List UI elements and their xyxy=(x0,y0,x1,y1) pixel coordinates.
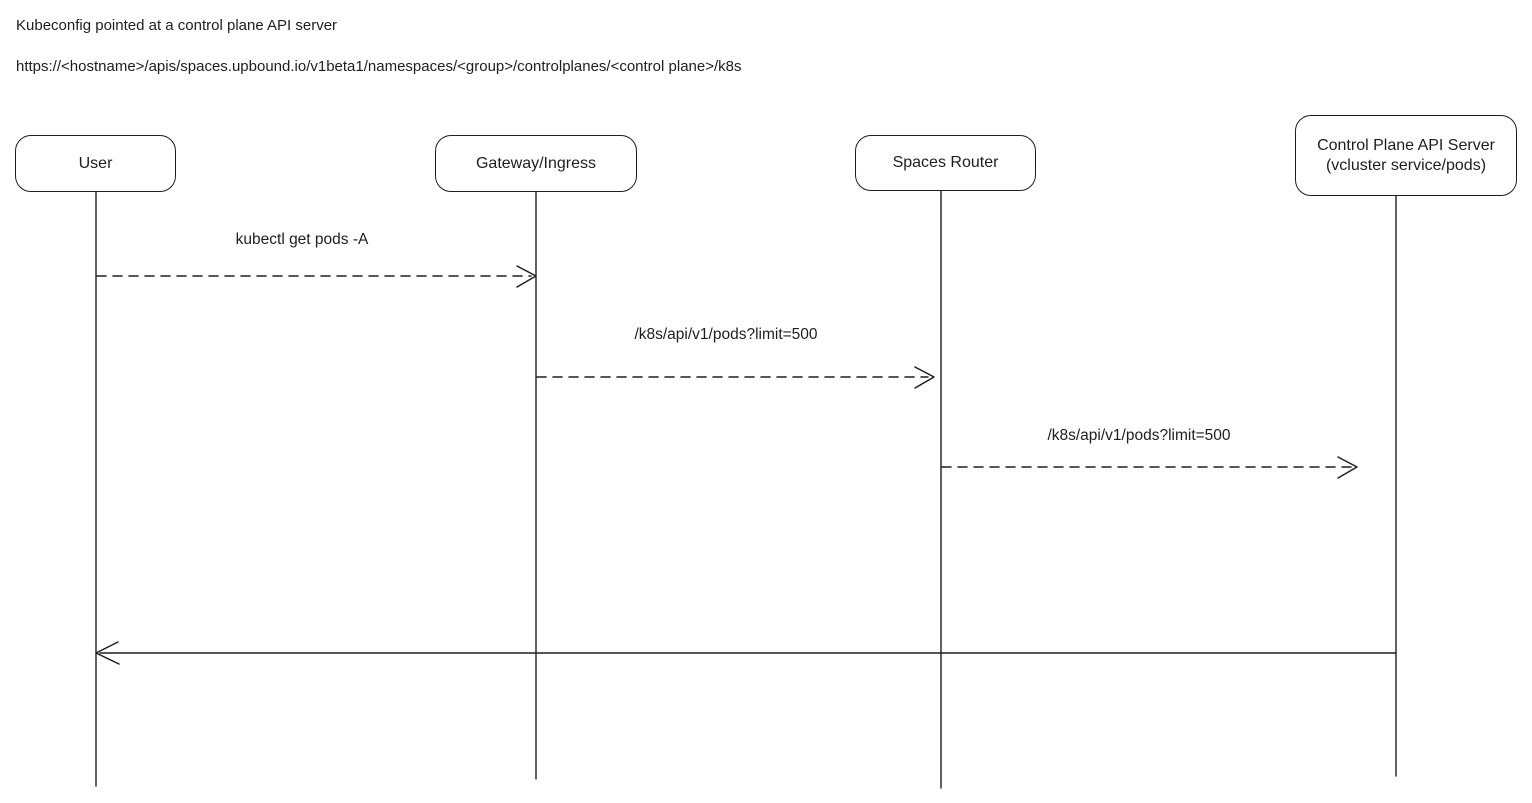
actor-box-user: User xyxy=(15,135,176,192)
arrowhead-left-return xyxy=(95,641,120,665)
kubeconfig-url-text: https://<hostname>/apis/spaces.upbound.i… xyxy=(16,58,742,75)
message-label-k8s-api-pods-1: /k8s/api/v1/pods?limit=500 xyxy=(634,326,818,343)
actor-box-control-plane: Control Plane API Server (vcluster servi… xyxy=(1295,115,1517,196)
actor-box-spaces-router: Spaces Router xyxy=(855,135,1036,191)
actor-label-spaces-router: Spaces Router xyxy=(892,154,999,171)
arrowhead-right-3 xyxy=(1337,456,1358,479)
message-label-kubectl-get-pods: kubectl get pods -A xyxy=(235,231,369,248)
actor-label-user: User xyxy=(78,154,113,172)
diagram-title: Kubeconfig pointed at a control plane AP… xyxy=(16,17,338,34)
actor-box-gateway-ingress: Gateway/Ingress xyxy=(435,135,637,192)
arrowhead-right-1 xyxy=(516,265,537,288)
arrowhead-right-2 xyxy=(914,366,935,389)
actor-label-control-plane-line2: (vcluster service/pods) xyxy=(1325,156,1487,174)
actor-label-gateway-ingress: Gateway/Ingress xyxy=(475,154,597,172)
actor-label-control-plane-line1: Control Plane API Server xyxy=(1317,136,1495,154)
message-label-k8s-api-pods-2: /k8s/api/v1/pods?limit=500 xyxy=(1047,427,1231,444)
